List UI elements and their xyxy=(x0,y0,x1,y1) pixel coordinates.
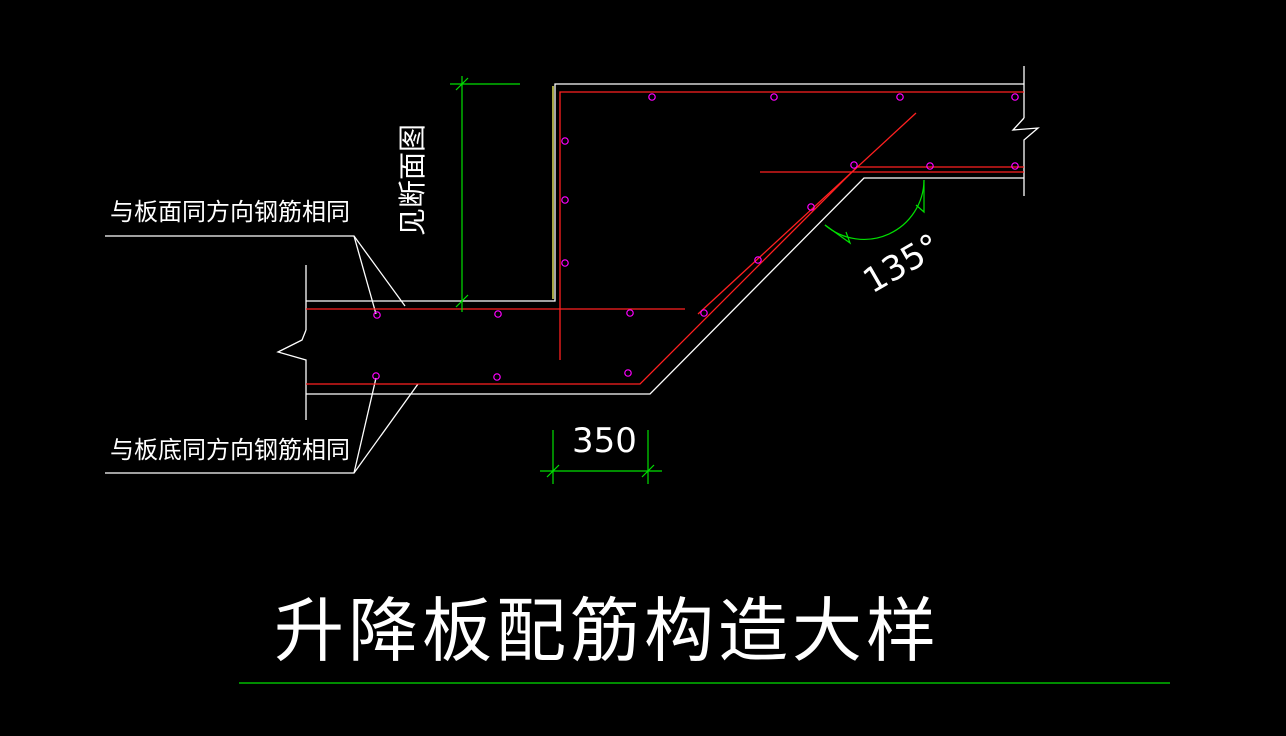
dot xyxy=(770,93,778,101)
dot xyxy=(850,161,858,169)
horizontal-dim-tick-right xyxy=(641,464,655,478)
angle-label: 135° xyxy=(857,226,948,302)
drawing-title: 升降板配筋构造大样 xyxy=(274,590,940,672)
dot xyxy=(648,93,656,101)
dot xyxy=(1011,162,1019,170)
angle-arrow-right xyxy=(915,180,925,214)
vertical-dim-tick-bottom xyxy=(455,294,469,308)
dot xyxy=(373,311,381,319)
bottom-note: 与板底同方向钢筋相同 xyxy=(110,436,350,464)
bottom-note-leader-2 xyxy=(353,377,377,474)
top-note-leader xyxy=(105,235,406,307)
top-rebar xyxy=(559,91,1024,360)
angle-arc xyxy=(824,179,925,241)
lower-bottom-rebar xyxy=(306,166,1024,385)
dot xyxy=(624,369,632,377)
horizontal-dim-tick-left xyxy=(546,464,560,478)
vertical-dim-tick-top xyxy=(455,77,469,91)
dot xyxy=(561,259,569,267)
dot xyxy=(561,196,569,204)
dot xyxy=(807,203,815,211)
lower-outline xyxy=(306,177,1024,395)
dot xyxy=(372,372,380,380)
left-break-zigzag xyxy=(276,329,307,420)
upper-outline xyxy=(306,83,1024,302)
dot xyxy=(896,93,904,101)
section-note: 见断面图 xyxy=(396,124,429,236)
dimension-label: 350 xyxy=(572,421,637,461)
dot xyxy=(493,373,501,381)
top-note: 与板面同方向钢筋相同 xyxy=(110,198,350,226)
dot xyxy=(926,162,934,170)
dot xyxy=(1011,93,1019,101)
inclined-top-rebar xyxy=(697,112,917,315)
angle-arrow-left xyxy=(824,224,852,245)
top-note-leader-2 xyxy=(353,235,377,315)
concrete-outline xyxy=(105,66,1040,474)
dot xyxy=(561,137,569,145)
right-break-zigzag xyxy=(1011,117,1040,196)
dot xyxy=(494,310,502,318)
dot xyxy=(626,309,634,317)
rebars xyxy=(306,91,1024,385)
dimension-lines xyxy=(239,76,1170,684)
dot xyxy=(754,256,762,264)
rebar-dots xyxy=(372,93,1019,381)
dot xyxy=(700,309,708,317)
